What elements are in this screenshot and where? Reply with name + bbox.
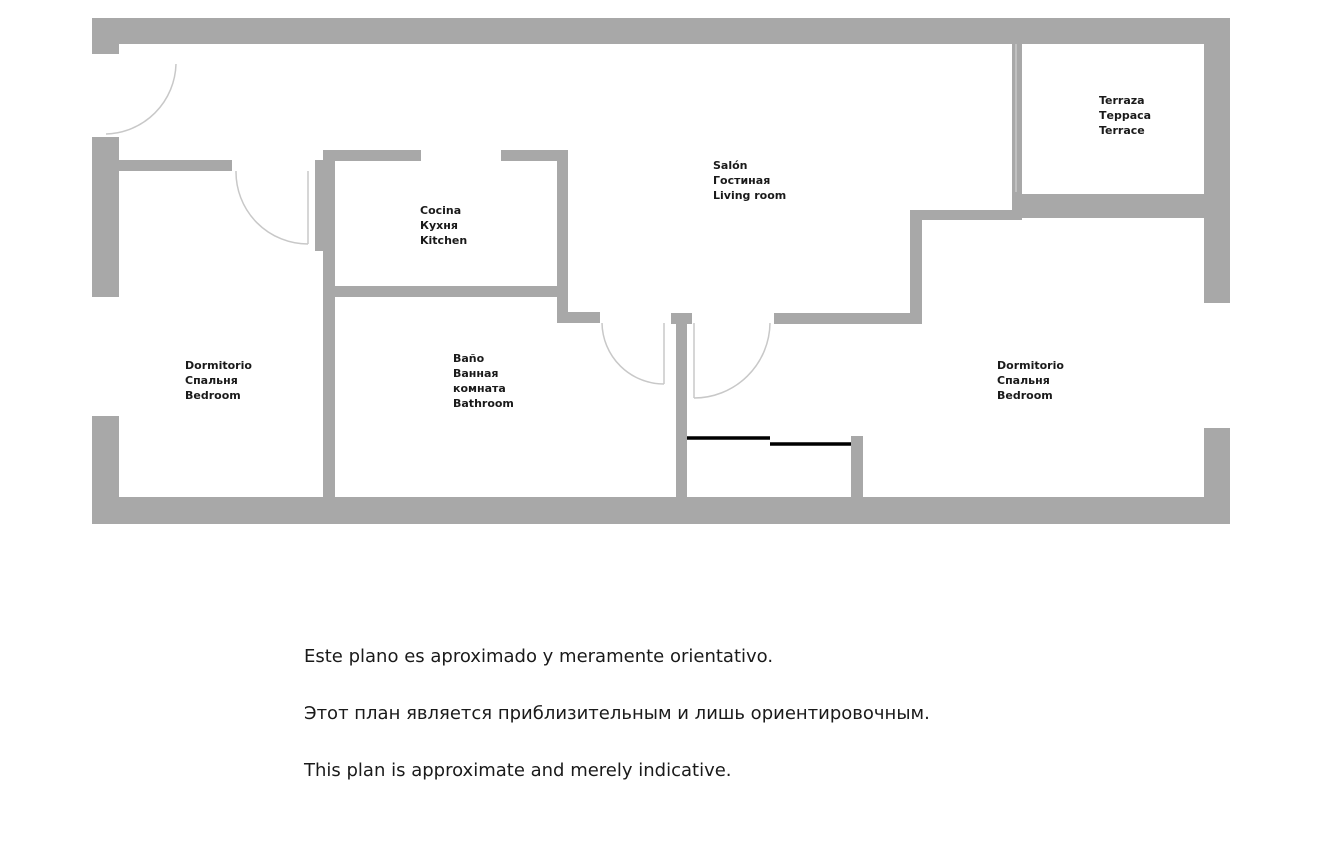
room-label-line: Baño <box>453 352 485 365</box>
wall-living-step-vertical <box>910 210 922 324</box>
room-label-line: Bedroom <box>185 389 241 402</box>
room-label-line: Salón <box>713 159 748 172</box>
room-label-line: Bathroom <box>453 397 514 410</box>
room-label-line: Terraza <box>1099 94 1145 107</box>
floor-plan: TerrazaТеррасаTerraceSalónГостинаяLiving… <box>92 18 1230 524</box>
wall-left-upper <box>92 137 119 297</box>
wall-kitchen-top-right <box>501 150 568 161</box>
room-label-line: комната <box>453 382 506 395</box>
room-label-line: Dormitorio <box>185 359 252 372</box>
wall-kitchen-bath-left <box>323 150 335 499</box>
room-label-line: Cocina <box>420 204 461 217</box>
wall-living-step-top <box>910 210 1022 220</box>
doors <box>105 44 1017 446</box>
room-label-line: Kitchen <box>420 234 467 247</box>
entrance-door-swing <box>105 63 177 135</box>
room-label-line: Terrace <box>1099 124 1145 137</box>
walls <box>92 18 1230 524</box>
wall-bath-top-right-stub <box>557 312 600 323</box>
wall-left-top-stub <box>92 44 119 54</box>
wall-bath-right <box>676 313 687 499</box>
wall-kitchen-top-left <box>323 150 421 161</box>
bathroom-door-swing <box>601 322 665 385</box>
wall-living-bottom-right <box>774 313 922 324</box>
wall-top <box>92 18 1230 44</box>
bedroom-right-door-swing <box>693 322 771 399</box>
room-label-line: Ванная <box>453 367 499 380</box>
wall-kitchen-right <box>557 150 568 320</box>
room-label-line: Спальня <box>997 374 1050 387</box>
wall-terrace-bottom <box>1012 194 1230 218</box>
room-label-line: Кухня <box>420 219 458 232</box>
room-labels: TerrazaТеррасаTerraceSalónГостинаяLiving… <box>185 94 1151 410</box>
room-label-line: Bedroom <box>997 389 1053 402</box>
wall-right-lower <box>1204 428 1230 524</box>
room-label-line: Терраса <box>1099 109 1151 122</box>
disclaimer-russian: Этот план является приблизительным и лиш… <box>304 703 930 724</box>
room-label-line: Living room <box>713 189 786 202</box>
wall-terrace-left <box>1012 44 1022 212</box>
disclaimer-english: This plan is approximate and merely indi… <box>304 760 732 781</box>
room-label-line: Гостиная <box>713 174 770 187</box>
wall-bedroom-left-top <box>119 160 232 171</box>
wall-terrace-corner <box>1012 28 1040 36</box>
wall-right-upper <box>1204 28 1230 303</box>
room-label-line: Dormitorio <box>997 359 1064 372</box>
disclaimer-spanish: Este plano es aproximado y meramente ori… <box>304 646 774 667</box>
wall-kitchen-bath-divider <box>323 286 557 297</box>
wall-bottom <box>92 497 1230 524</box>
bedroom-left-door-swing <box>235 170 309 245</box>
room-label-line: Спальня <box>185 374 238 387</box>
wall-closet-right <box>851 436 863 500</box>
